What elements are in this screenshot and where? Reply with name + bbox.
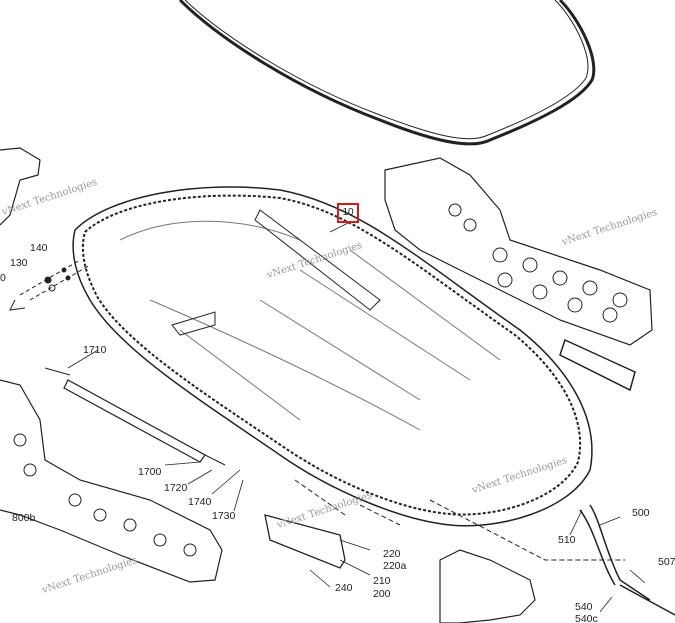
rail xyxy=(63,379,206,463)
seat-left xyxy=(0,379,223,583)
callout-540c[interactable]: 540c xyxy=(575,613,598,623)
vent-grille xyxy=(559,338,636,392)
callout-210[interactable]: 210 xyxy=(373,575,391,587)
callout-540[interactable]: 540 xyxy=(575,601,593,613)
callout-800b[interactable]: 800b xyxy=(12,512,36,524)
callout-220a[interactable]: 220a xyxy=(383,560,407,572)
callout-1710[interactable]: 1710 xyxy=(83,344,107,356)
callout-140[interactable]: 140 xyxy=(30,242,48,254)
callout-1740[interactable]: 1740 xyxy=(188,496,212,508)
selected-callout-10[interactable]: 10 xyxy=(337,203,359,223)
plate xyxy=(264,514,346,569)
seat-right xyxy=(384,157,653,346)
callout-1730[interactable]: 1730 xyxy=(212,510,236,522)
storage-left xyxy=(0,147,41,226)
tank xyxy=(439,549,536,623)
seal-gasket xyxy=(178,0,596,146)
hose xyxy=(579,504,675,616)
callout-240[interactable]: 240 xyxy=(335,582,353,594)
callout-510[interactable]: 510 xyxy=(558,534,576,546)
leader-lines xyxy=(67,222,646,613)
hull xyxy=(72,186,593,527)
callout-507[interactable]: 507 xyxy=(658,556,675,568)
callout-130[interactable]: 130 xyxy=(10,257,28,269)
callout-0[interactable]: 0 xyxy=(0,272,6,284)
callout-1700[interactable]: 1700 xyxy=(138,466,162,478)
callout-1720[interactable]: 1720 xyxy=(164,482,188,494)
callout-200[interactable]: 200 xyxy=(373,588,391,600)
callout-220[interactable]: 220 xyxy=(383,548,401,560)
callout-500[interactable]: 500 xyxy=(632,507,650,519)
